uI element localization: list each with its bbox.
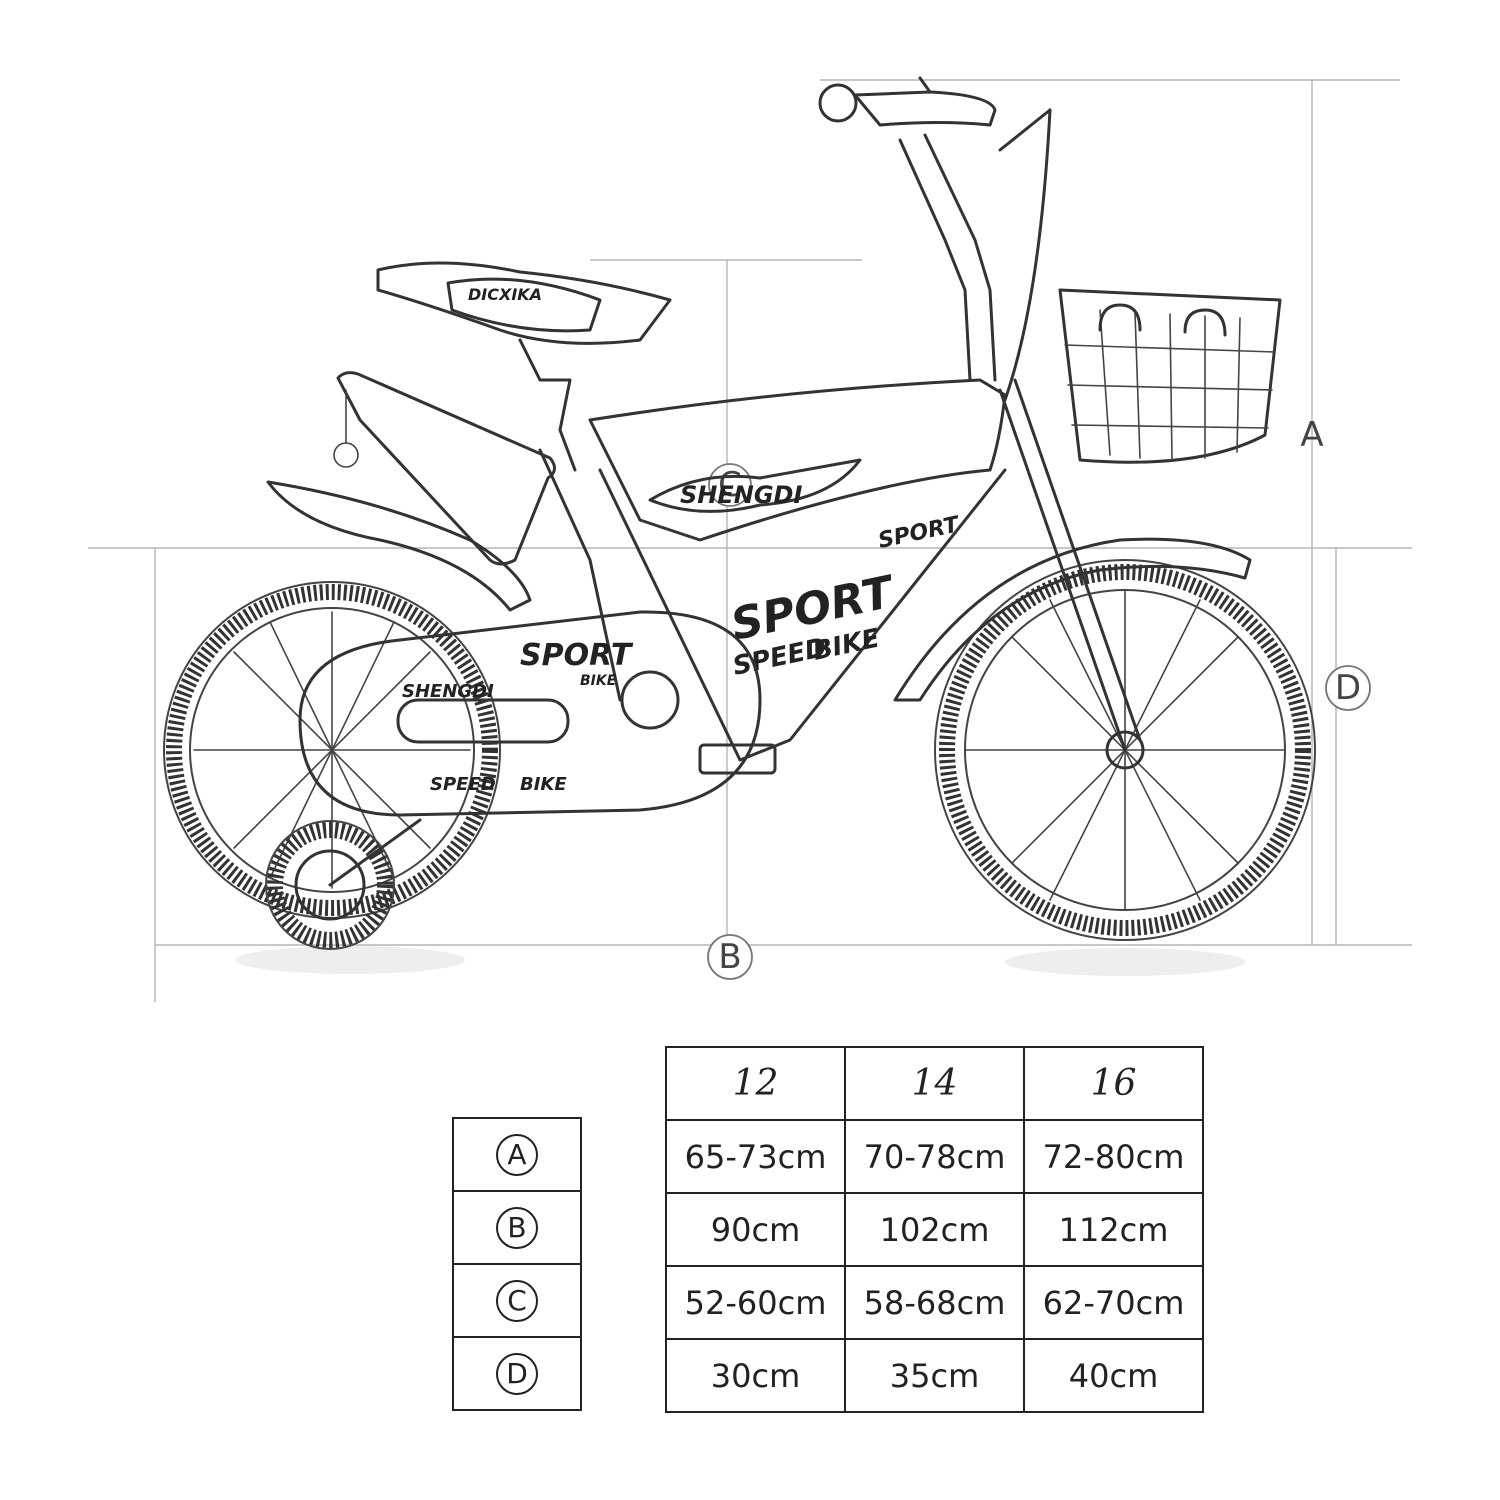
svg-text:BIKE: BIKE	[520, 774, 567, 795]
table-cell: 35cm	[844, 1338, 1025, 1413]
dimension-marker-b: B	[707, 934, 753, 980]
handlebar	[818, 76, 1052, 402]
table-cell: 65-73cm	[665, 1119, 846, 1194]
dimension-marker-a: A	[1300, 415, 1323, 455]
size-chart-table: 12 14 16 65-73cm 70-78cm 72-80cm 90cm 10…	[665, 1046, 1204, 1413]
dimension-label-table: A B C D	[452, 1117, 582, 1411]
table-cell: 112cm	[1023, 1192, 1204, 1267]
dimension-marker-d: D	[1325, 665, 1371, 711]
header-size-16: 16	[1023, 1046, 1204, 1121]
water-bottle	[333, 371, 556, 566]
rear-fender	[266, 480, 532, 612]
table-cell: 70-78cm	[844, 1119, 1025, 1194]
svg-text:D: D	[1335, 668, 1361, 708]
svg-text:SPEED: SPEED	[430, 774, 496, 795]
row-label-cell: A	[452, 1117, 582, 1192]
bicycle-diagram: A B C D	[88, 76, 1412, 1002]
table-cell: 90cm	[665, 1192, 846, 1267]
table-cell: 102cm	[844, 1192, 1025, 1267]
rear-ground-shadow	[235, 946, 465, 974]
front-basket	[1058, 288, 1282, 464]
table-row: A	[452, 1117, 582, 1192]
svg-text:BIKE: BIKE	[580, 673, 617, 689]
seat: DICXIKA	[376, 261, 672, 472]
frame-decals: SHENGDI SPORT SPORT SPEED BIKE	[648, 458, 963, 682]
table-row: C	[452, 1263, 582, 1338]
svg-text:SHENGDI: SHENGDI	[402, 681, 494, 702]
bike-frame	[538, 378, 1142, 762]
table-cell: 40cm	[1023, 1338, 1204, 1413]
table-row: 65-73cm 70-78cm 72-80cm	[665, 1119, 1204, 1194]
svg-text:DICXIKA: DICXIKA	[468, 285, 542, 304]
front-fender	[893, 537, 1252, 702]
row-label-cell: B	[452, 1190, 582, 1265]
table-cell: 52-60cm	[665, 1265, 846, 1340]
row-label-cell: C	[452, 1263, 582, 1338]
row-label-b: B	[496, 1206, 538, 1249]
front-ground-shadow	[1005, 948, 1245, 976]
chain-guard: SPORT BIKE SHENGDI SPEED BIKE	[298, 610, 777, 817]
row-label-c: C	[496, 1279, 538, 1322]
table-row: 30cm 35cm 40cm	[665, 1338, 1204, 1413]
row-label-cell: D	[452, 1336, 582, 1411]
svg-text:A: A	[1300, 415, 1323, 455]
table-cell: 62-70cm	[1023, 1265, 1204, 1340]
table-header-row: 12 14 16	[665, 1046, 1204, 1121]
row-label-a: A	[496, 1133, 538, 1176]
table-row: D	[452, 1336, 582, 1411]
row-label-d: D	[496, 1352, 538, 1395]
table-row: 52-60cm 58-68cm 62-70cm	[665, 1265, 1204, 1340]
table-row: 90cm 102cm 112cm	[665, 1192, 1204, 1267]
header-size-12: 12	[665, 1046, 846, 1121]
table-cell: 30cm	[665, 1338, 846, 1413]
dimension-lines	[88, 79, 1412, 1002]
svg-text:SPORT: SPORT	[520, 638, 634, 673]
header-size-14: 14	[844, 1046, 1025, 1121]
table-cell: 58-68cm	[844, 1265, 1025, 1340]
svg-text:B: B	[718, 937, 741, 977]
rear-wheel	[163, 581, 501, 919]
table-cell: 72-80cm	[1023, 1119, 1204, 1194]
table-row: B	[452, 1190, 582, 1265]
svg-text:SHENGDI: SHENGDI	[680, 481, 802, 509]
training-wheel	[265, 818, 422, 950]
